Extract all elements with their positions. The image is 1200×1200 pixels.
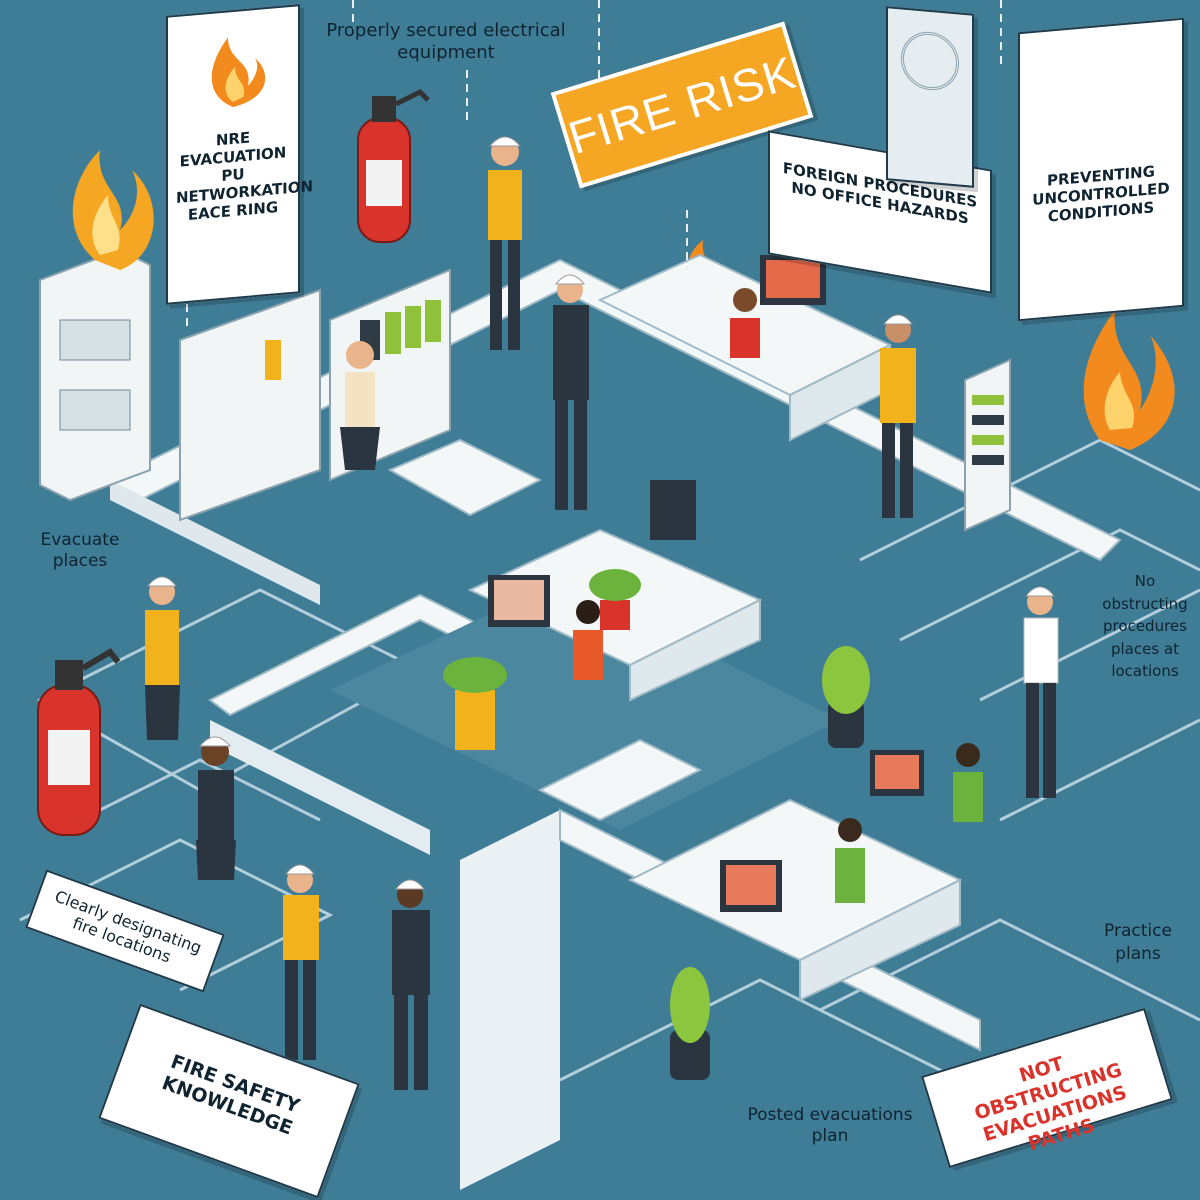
plant-icon	[443, 569, 870, 1080]
filing-cabinet	[964, 358, 1011, 532]
label-no-obstructing: No obstructing procedures places at loca…	[1102, 572, 1188, 680]
person-woman-white-right	[1023, 586, 1059, 798]
label-practice-plans: Practice plans	[1104, 921, 1172, 964]
fire-icon	[72, 150, 154, 270]
person-yellow-right	[880, 314, 916, 518]
computer-monitor-icon	[488, 255, 924, 912]
fire-extinguisher-icon	[357, 88, 430, 243]
walkway-lines	[19, 438, 1200, 1082]
person-seated-green-2	[953, 743, 983, 822]
fire-icon	[1083, 310, 1175, 450]
exit-icon-space	[1020, 20, 1182, 174]
hanging-wire	[466, 70, 468, 120]
person-yellow-sweater	[283, 864, 319, 1060]
wall-panel	[886, 6, 974, 188]
hanging-wire	[1000, 0, 1002, 70]
bookshelf	[179, 268, 451, 522]
panel-icon	[901, 29, 959, 93]
label-properly-secured: Properly secured electrical equipment	[326, 20, 566, 63]
fire-icon	[211, 37, 266, 107]
person-seated-orange	[573, 600, 603, 680]
person-suit-front	[392, 879, 430, 1090]
person-seated-green	[835, 818, 865, 903]
label-posted-plan: Posted evacuations plan	[747, 1105, 913, 1147]
person-yellow-jacket	[488, 136, 522, 350]
person-woman-yellow-left	[145, 576, 180, 740]
person-dark-jacket	[196, 736, 236, 880]
hanging-wire	[598, 0, 600, 130]
cabinet-icon	[39, 248, 151, 502]
person-suit	[553, 274, 589, 510]
fire-evacuation-sign: NRE EVACUATION PU NETWORKATION EACE RING	[166, 4, 313, 305]
hanging-wire	[352, 0, 354, 30]
label-evacuate-places: Evacuate places	[40, 530, 120, 572]
hanging-wire	[686, 210, 688, 270]
preventing-conditions-sign: PREVENTING UNCONTROLLED CONDITIONS	[1018, 17, 1184, 322]
hanging-wire	[186, 290, 188, 330]
workers	[145, 136, 1059, 1090]
person-seated-red	[730, 288, 760, 358]
fire-extinguisher-icon	[37, 648, 121, 836]
person-woman-left	[340, 341, 380, 470]
